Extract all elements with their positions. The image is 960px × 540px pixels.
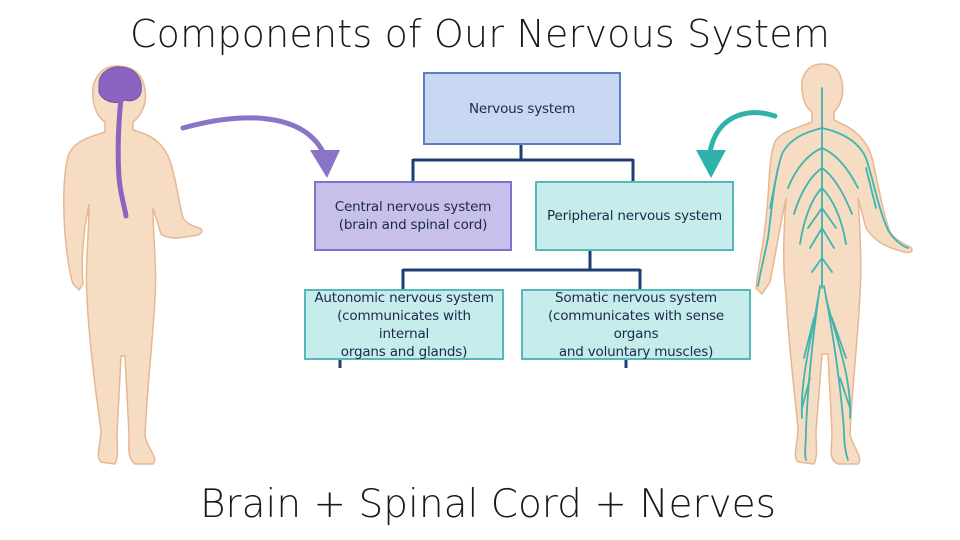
nerve-network <box>757 87 909 461</box>
node-autonomic-nervous-system-label: Autonomic nervous system (communicates w… <box>314 289 494 360</box>
left-body-silhouette <box>63 65 203 465</box>
right-body-silhouette <box>755 63 913 465</box>
brain-shape <box>98 66 142 103</box>
node-peripheral-nervous-system: Peripheral nervous system <box>535 181 734 251</box>
spinal-cord-line <box>115 95 129 219</box>
node-nervous-system-label: Nervous system <box>468 100 576 117</box>
node-autonomic-nervous-system: Autonomic nervous system (communicates w… <box>304 289 504 360</box>
slide-title: Components of Our Nervous System <box>129 12 831 56</box>
human-body-brain-spinal-cord-icon <box>63 65 203 465</box>
node-central-nervous-system: Central nervous system (brain and spinal… <box>314 181 512 251</box>
node-somatic-nervous-system-label: Somatic nervous system (communicates wit… <box>547 289 725 360</box>
node-peripheral-nervous-system-label: Peripheral nervous system <box>547 208 722 224</box>
human-body-nerves-icon <box>755 63 913 465</box>
slide-caption: Brain + Spinal Cord + Nerves <box>200 482 776 527</box>
node-central-nervous-system-label: Central nervous system (brain and spinal… <box>334 199 492 233</box>
node-somatic-nervous-system: Somatic nervous system (communicates wit… <box>521 289 751 360</box>
node-nervous-system: Nervous system <box>423 72 621 145</box>
